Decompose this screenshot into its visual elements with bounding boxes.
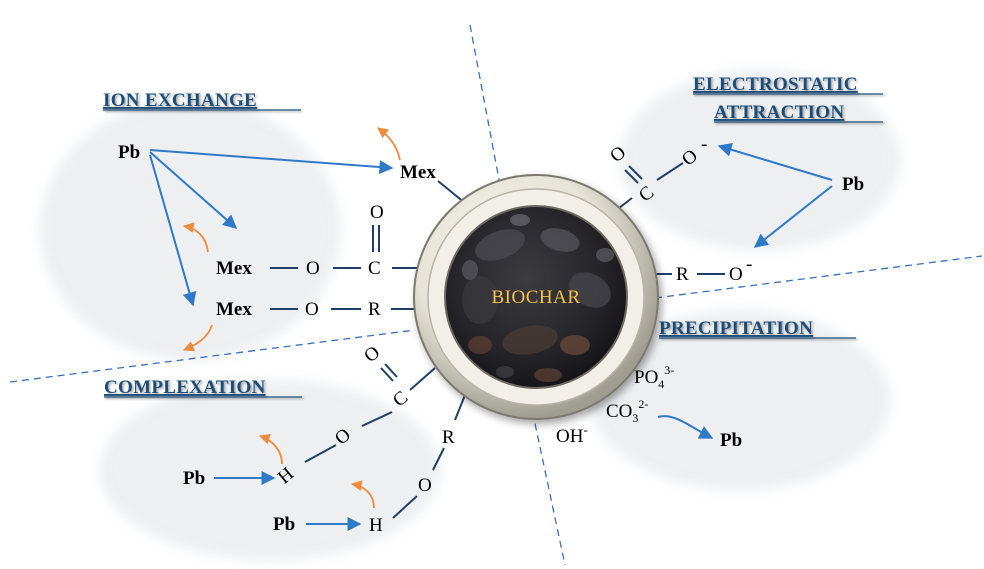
divider-top xyxy=(469,24,501,186)
precipitation-group: PO43- CO32- OH- Pb xyxy=(556,363,742,451)
o2-charge: - xyxy=(746,254,752,275)
ion-exchange-pb: Pb xyxy=(118,142,140,163)
o-carbonyl-cx: O xyxy=(360,342,384,367)
section-titles: ION EXCHANGE ELECTROSTATIC ATTRACTION PR… xyxy=(103,74,883,398)
biochar-particle: BIOCHAR xyxy=(413,174,659,420)
co3: CO32- xyxy=(606,397,648,425)
title-ion-exchange: ION EXCHANGE xyxy=(103,90,257,111)
title-attraction: ATTRACTION xyxy=(714,102,844,123)
divider-right xyxy=(654,255,983,299)
complexation-pb2: Pb xyxy=(273,514,295,535)
blue-arrows xyxy=(149,142,833,531)
ion-exchange-group: Pb Mex O Mex O C Mex O R xyxy=(118,142,436,320)
divider-lines xyxy=(9,24,983,566)
mex-mid: Mex xyxy=(216,258,252,279)
oh: OH- xyxy=(556,422,588,447)
divider-bottom xyxy=(529,399,566,566)
o2-es: O xyxy=(729,264,743,285)
orange-arrows xyxy=(182,127,401,509)
electrostatic-pb: Pb xyxy=(842,174,864,195)
complexation-pb1: Pb xyxy=(183,468,205,489)
divider-left xyxy=(9,329,416,383)
o-low: O xyxy=(305,299,319,320)
title-precipitation: PRECIPITATION xyxy=(659,318,813,339)
r-cx: R xyxy=(442,427,455,448)
mex-top: Mex xyxy=(400,162,436,183)
r-low: R xyxy=(368,299,381,320)
biochar-label: BIOCHAR xyxy=(491,287,580,308)
bonds xyxy=(270,162,725,519)
o-r-cx: O xyxy=(418,475,432,496)
title-electrostatic: ELECTROSTATIC xyxy=(693,74,858,95)
title-complexation: COMPLEXATION xyxy=(104,377,266,398)
c-mid: C xyxy=(368,258,381,279)
o-minus-charge: - xyxy=(701,134,707,155)
po4: PO43- xyxy=(634,363,674,391)
char-texture xyxy=(462,214,614,382)
h2-cx: H xyxy=(369,515,383,536)
r-es: R xyxy=(676,264,689,285)
o-carbonyl-ion: O xyxy=(370,202,384,223)
o-mid: O xyxy=(306,258,320,279)
precipitation-pb: Pb xyxy=(720,430,742,451)
background-shading xyxy=(40,70,900,560)
mex-low: Mex xyxy=(216,299,252,320)
